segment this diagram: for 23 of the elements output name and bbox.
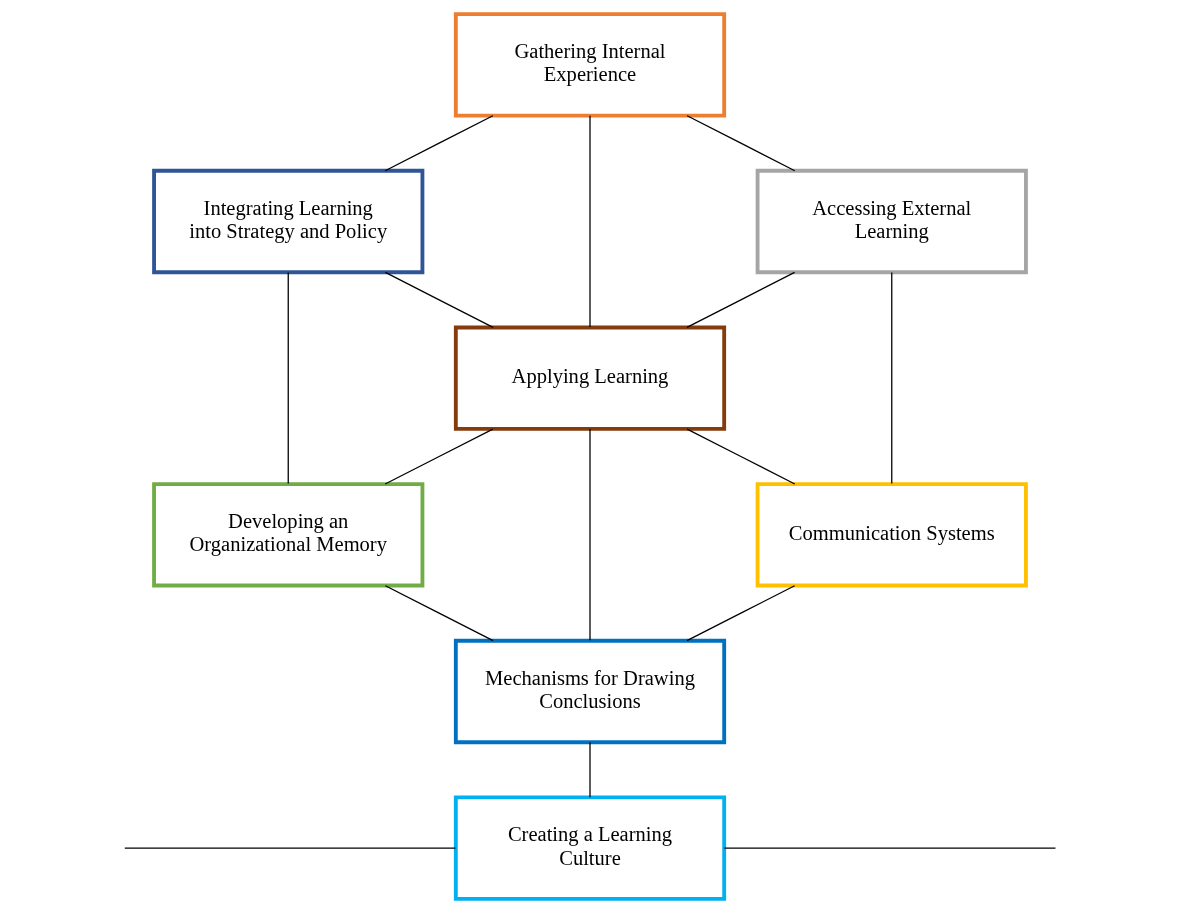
node-box: Communication Systems	[755, 481, 1028, 587]
node-box: Developing an Organizational Memory	[152, 481, 425, 587]
connector	[384, 114, 494, 171]
node-box: Gathering Internal Experience	[453, 11, 727, 117]
connector	[384, 427, 494, 485]
connector	[287, 271, 289, 484]
connector	[589, 114, 591, 328]
connector	[589, 427, 591, 641]
connector	[686, 271, 796, 328]
node-box: Applying Learning	[453, 325, 727, 431]
node-box: Creating a Learning Culture	[453, 795, 727, 901]
connector	[686, 114, 796, 171]
connector	[686, 427, 796, 485]
connector	[124, 847, 457, 849]
connector	[686, 584, 796, 641]
node-box: Accessing External Learning	[755, 168, 1028, 274]
connector	[723, 847, 1057, 849]
node-box: Mechanisms for Drawing Conclusions	[453, 638, 727, 744]
connector	[384, 584, 494, 641]
node-box: Integrating Learning into Strategy and Policy	[152, 168, 425, 274]
connector	[891, 271, 893, 484]
connector	[589, 741, 591, 798]
connector	[384, 271, 494, 328]
